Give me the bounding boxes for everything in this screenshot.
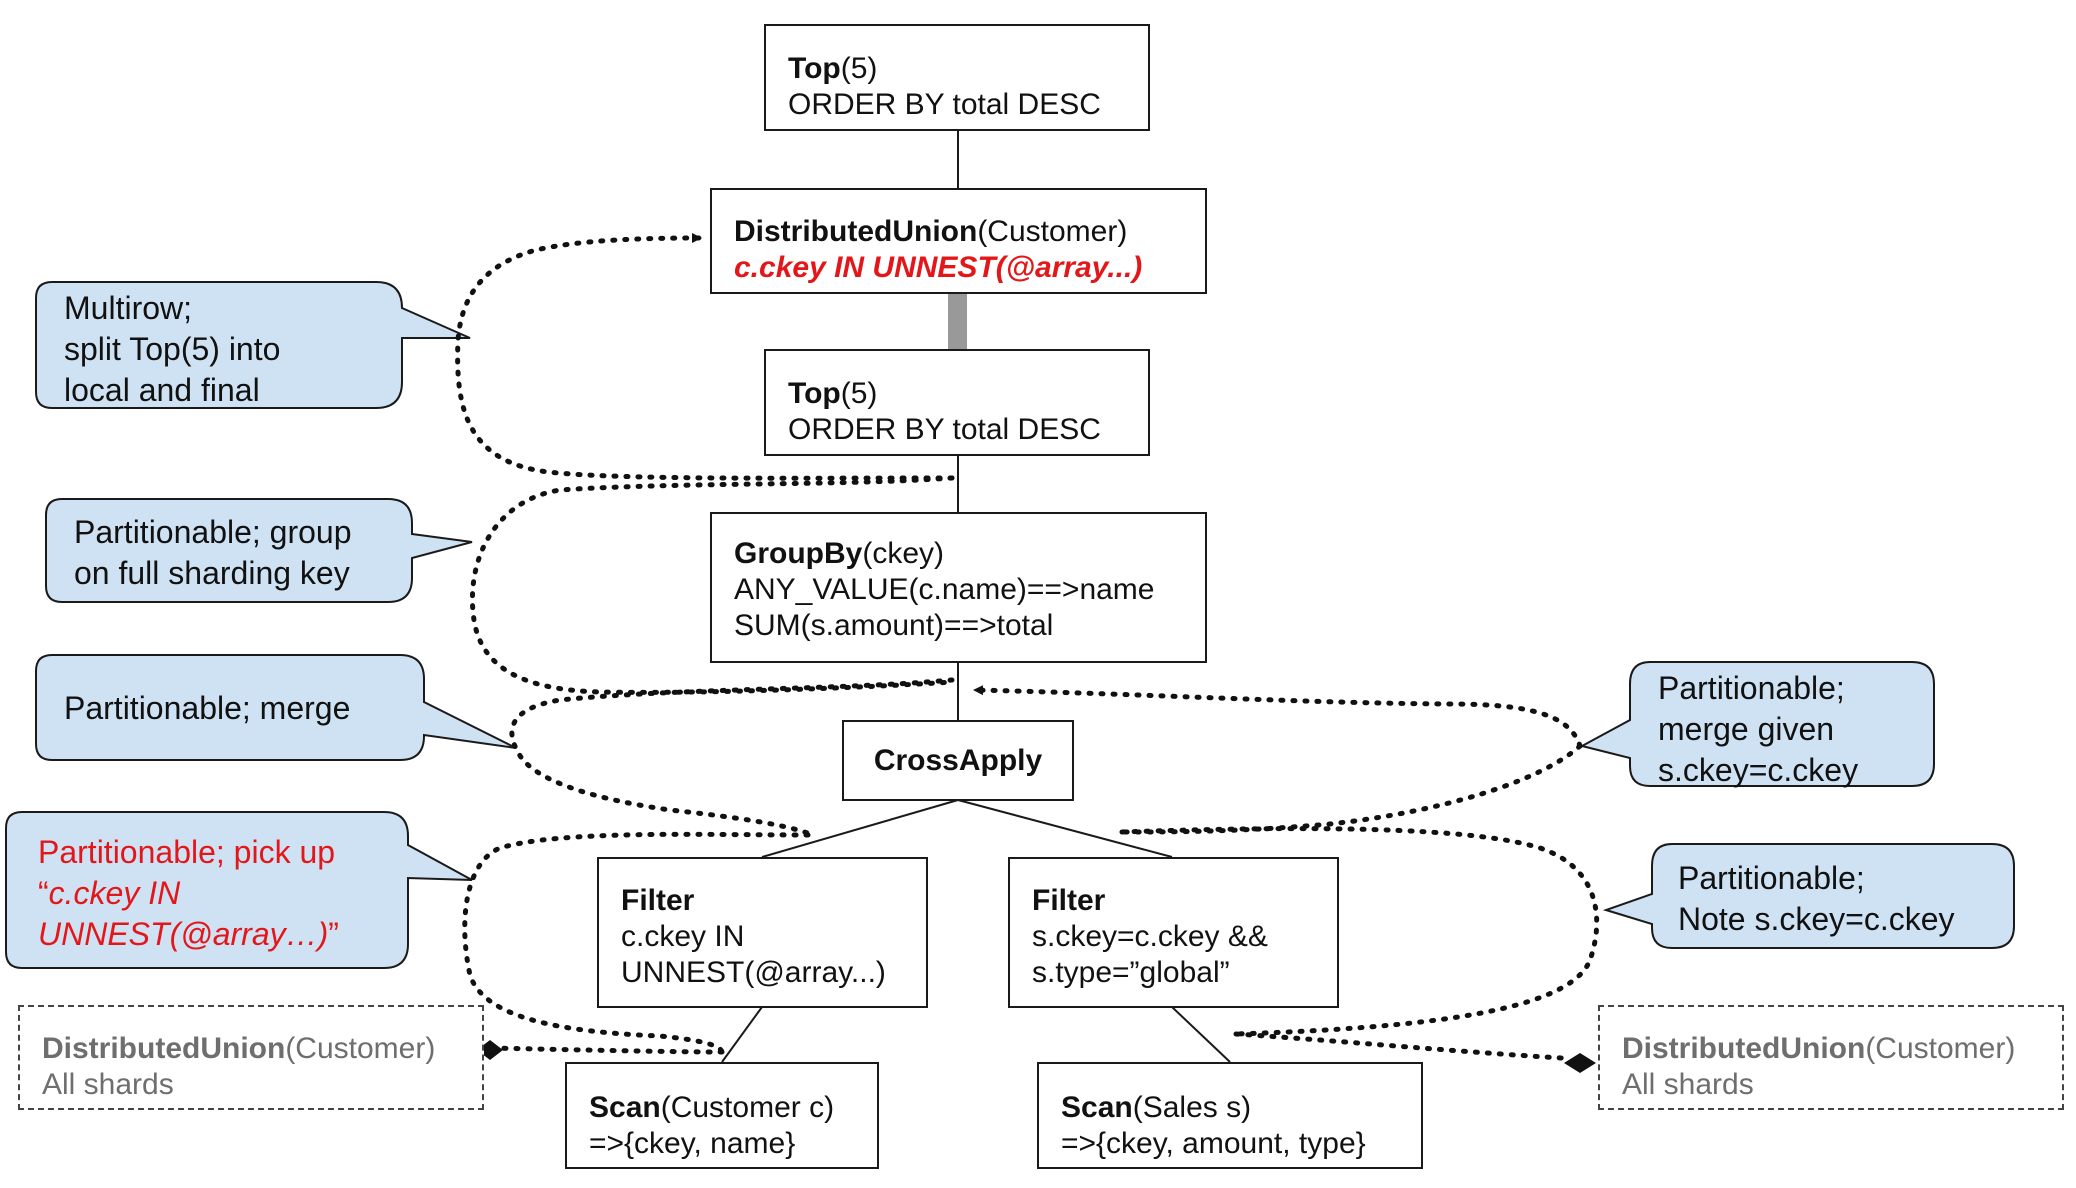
node-cross-apply-op: CrossApply — [873, 743, 1043, 777]
node-filter-left: Filter c.ckey IN UNNEST(@array...) — [597, 857, 928, 1008]
node-top-outer-args: (5) — [840, 52, 878, 85]
callout-merge-given-line-3: s.ckey=c.ckey — [1658, 752, 1859, 788]
dotted-group-path — [470, 475, 955, 695]
node-scan-left-output: =>{ckey, name} — [589, 1127, 796, 1160]
node-top-outer: Top(5) ORDER BY total DESC — [764, 24, 1150, 131]
node-filter-right-op: Filter — [1032, 884, 1106, 917]
dotted-merge-path — [509, 677, 955, 837]
node-du-main-predicate: c.ckey IN UNNEST(@array...) — [734, 251, 1143, 284]
callout-partitionable-pickup-shape — [5, 811, 473, 969]
node-scan-right-output: =>{ckey, amount, type} — [1061, 1127, 1366, 1160]
node-top-inner: Top(5) ORDER BY total DESC — [764, 349, 1150, 456]
node-group-by-op: GroupBy — [734, 537, 863, 570]
edge-filter-left-to-scan — [721, 1006, 763, 1063]
node-top-inner-args: (5) — [840, 377, 878, 410]
node-du-left-shards: All shards — [42, 1068, 174, 1101]
callout-merge-given-line-1: Partitionable; — [1658, 670, 1845, 706]
node-group-by: GroupBy(ckey) ANY_VALUE(c.name)==>name S… — [710, 512, 1207, 663]
callout-note-line-2: Note s.ckey=c.ckey — [1678, 901, 1955, 937]
dotted-merge-given-lower-path — [1117, 743, 1583, 835]
node-cross-apply: CrossApply — [842, 720, 1074, 801]
dotted-du-right-path — [1233, 1031, 1565, 1061]
callout-merge-given-shape — [1579, 661, 1935, 787]
dotted-note-path — [1119, 826, 1600, 1037]
node-top-inner-op: Top — [788, 377, 841, 410]
node-filter-left-predicate-2: UNNEST(@array...) — [621, 956, 886, 989]
edge-crossapply-to-filter-left — [761, 799, 959, 858]
callout-partitionable-merge-shape — [35, 654, 517, 761]
node-scan-right-op: Scan — [1061, 1091, 1133, 1124]
callout-partitionable-group: Partitionable; group on full sharding ke… — [46, 506, 380, 594]
callout-multirow-line-3: local and final — [64, 372, 260, 408]
node-filter-right-predicate-1: s.ckey=c.ckey && — [1032, 920, 1268, 953]
dotted-pickup-path — [462, 831, 811, 1055]
node-group-by-any-value: ANY_VALUE(c.name)==>name — [734, 573, 1155, 606]
node-filter-right-predicate-2: s.type=”global” — [1032, 956, 1230, 989]
callout-pickup-line-1: Partitionable; pick up — [38, 834, 336, 870]
edge-filter-right-to-scan — [1171, 1006, 1231, 1063]
dotted-multirow-path — [455, 233, 955, 481]
diamond-connector-right — [1564, 1053, 1596, 1073]
node-scan-right: Scan(Sales s) =>{ckey, amount, type} — [1037, 1062, 1423, 1169]
callout-multirow-line-1: Multirow; — [64, 290, 193, 326]
node-scan-left: Scan(Customer c) =>{ckey, name} — [565, 1062, 879, 1169]
callout-pickup-close-quote: ” — [328, 916, 339, 952]
node-top-outer-op: Top — [788, 52, 841, 85]
node-du-right-op: DistributedUnion — [1622, 1032, 1866, 1065]
node-scan-left-op: Scan — [589, 1091, 661, 1124]
node-du-left-args: (Customer) — [285, 1032, 436, 1065]
dotted-merge-given-path — [972, 685, 1583, 749]
callout-group-line-2: on full sharding key — [74, 555, 350, 591]
node-du-right-shards: All shards — [1622, 1068, 1754, 1101]
callout-partitionable-group-shape — [45, 498, 473, 603]
callout-multirow-shape — [35, 281, 471, 409]
node-du-main-args: (Customer) — [977, 215, 1128, 248]
node-filter-left-op: Filter — [621, 884, 695, 917]
callout-multirow: Multirow; split Top(5) into local and fi… — [36, 282, 308, 411]
callout-pickup-line-2: c.ckey IN — [48, 875, 181, 911]
callout-partitionable-merge-given: Partitionable; merge given s.ckey=c.ckey — [1630, 662, 1886, 791]
node-group-by-args: (ckey) — [862, 537, 945, 570]
node-du-right-args: (Customer) — [1865, 1032, 2016, 1065]
callout-partitionable-merge: Partitionable; merge — [36, 682, 378, 729]
node-group-by-sum: SUM(s.amount)==>total — [734, 609, 1054, 642]
callout-note-shape — [1602, 843, 2015, 949]
node-scan-left-args: (Customer c) — [660, 1091, 835, 1124]
callout-group-line-1: Partitionable; group — [74, 514, 352, 550]
callout-merge-given-line-2: merge given — [1658, 711, 1835, 747]
callout-pickup-open-quote: “ — [38, 875, 49, 911]
node-scan-right-args: (Sales s) — [1132, 1091, 1252, 1124]
node-top-inner-order: ORDER BY total DESC — [788, 413, 1101, 446]
node-filter-right: Filter s.ckey=c.ckey && s.type=”global” — [1008, 857, 1339, 1008]
callout-merge-line-1: Partitionable; merge — [64, 690, 351, 726]
node-du-main-op: DistributedUnion — [734, 215, 978, 248]
callout-note-line-1: Partitionable; — [1678, 860, 1865, 896]
callout-pickup-line-3: UNNEST(@array…) — [38, 916, 329, 952]
node-distributed-union-main: DistributedUnion(Customer) c.ckey IN UNN… — [710, 188, 1207, 294]
node-filter-left-predicate-1: c.ckey IN — [621, 920, 745, 953]
dotted-du-left-path — [489, 1045, 725, 1055]
serialization-bar — [948, 294, 967, 349]
callout-multirow-line-2: split Top(5) into — [64, 331, 281, 367]
callout-partitionable-note: Partitionable; Note s.ckey=c.ckey — [1652, 852, 1983, 940]
node-du-all-shards-left: DistributedUnion(Customer) All shards — [18, 1005, 484, 1110]
edge-crossapply-to-filter-right — [957, 799, 1173, 858]
node-du-left-op: DistributedUnion — [42, 1032, 286, 1065]
node-top-outer-order: ORDER BY total DESC — [788, 88, 1101, 121]
callout-partitionable-pickup: Partitionable; pick up “c.ckey IN UNNEST… — [6, 826, 367, 955]
node-du-all-shards-right: DistributedUnion(Customer) All shards — [1598, 1005, 2064, 1110]
